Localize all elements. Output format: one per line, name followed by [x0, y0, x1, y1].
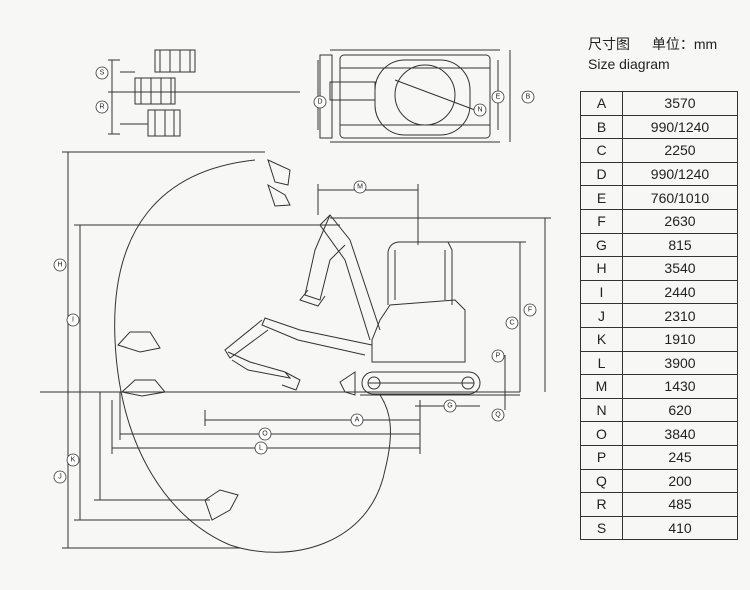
dimension-key: R: [580, 492, 623, 517]
dimension-value: 3570: [622, 91, 738, 116]
bucket-top-views: [108, 49, 300, 137]
dimension-key: D: [580, 161, 623, 187]
dimension-value: 245: [622, 444, 738, 470]
dimension-key: M: [580, 374, 623, 399]
dimension-value: 2630: [622, 208, 738, 234]
machine-top-view: [317, 49, 511, 143]
dimension-value: 1430: [622, 374, 738, 399]
callout-letter: Q: [495, 412, 501, 419]
callout-letter: C: [509, 320, 514, 327]
excavator-dimension-drawing: S R D N E B M H I C F P Q G A OL J K: [40, 49, 551, 553]
dimension-value: 2440: [622, 279, 738, 305]
dimension-value: 3840: [622, 421, 738, 446]
callout-letter: I: [72, 317, 74, 324]
callout-letter: L: [259, 445, 263, 452]
dimension-key: Q: [580, 468, 623, 494]
callout-letter: M: [357, 184, 363, 191]
callout-letter: G: [447, 403, 452, 410]
dimension-key: N: [580, 397, 623, 423]
dimension-value: 200: [622, 468, 738, 494]
callout-letter: E: [496, 94, 501, 101]
callout-letter: D: [317, 99, 322, 106]
dimension-key: L: [580, 350, 623, 376]
dimension-callout-letters: S R D N E B M H I C F P Q G A OL J K: [57, 70, 532, 481]
dimension-value: 410: [622, 515, 738, 541]
callout-letter: B: [526, 94, 531, 101]
dimension-value: 2310: [622, 303, 738, 328]
callout-letter: A: [355, 417, 360, 424]
dimension-value: 815: [622, 232, 738, 258]
callout-letter: P: [496, 353, 501, 360]
dimension-key: G: [580, 232, 623, 258]
dimension-value: 3540: [622, 256, 738, 281]
dimension-key: I: [580, 279, 623, 305]
callout-letter: K: [71, 457, 76, 464]
dimension-value: 485: [622, 492, 738, 517]
callout-letter: J: [58, 474, 62, 481]
dimension-key: B: [580, 114, 623, 140]
dimension-key: A: [580, 91, 623, 116]
dimension-key: P: [580, 444, 623, 470]
title-cn: 尺寸图: [588, 36, 630, 52]
dimension-value: 620: [622, 397, 738, 423]
dimension-value: 1910: [622, 326, 738, 352]
dimension-value: 760/1010: [622, 185, 738, 210]
dimension-key: C: [580, 138, 623, 163]
callout-letter: N: [477, 107, 482, 114]
callout-letter: S: [100, 70, 105, 77]
dimension-key: F: [580, 208, 623, 234]
dimension-key: J: [580, 303, 623, 328]
dimension-key: S: [580, 515, 623, 541]
dimension-key: H: [580, 256, 623, 281]
size-diagram-title-cn: 尺寸图 单位：mm: [588, 34, 717, 54]
dimension-key: K: [580, 326, 623, 352]
callout-letter: R: [99, 104, 104, 111]
dimension-callouts: [53, 66, 537, 484]
dimension-value: 990/1240: [622, 114, 738, 140]
size-diagram-title-en: Size diagram: [588, 56, 670, 72]
dimension-key: O: [580, 421, 623, 446]
unit-label: 单位：mm: [651, 36, 718, 52]
dimension-value: 3900: [622, 350, 738, 376]
callout-letter: O: [262, 431, 268, 438]
digging-envelope: [114, 159, 391, 553]
callout-letter: H: [57, 262, 62, 269]
excavator-side-view: [117, 159, 481, 521]
dimension-value: 990/1240: [622, 161, 738, 187]
callout-letter: F: [528, 307, 532, 314]
dimension-key: E: [580, 185, 623, 210]
dimension-value: 2250: [622, 138, 738, 163]
